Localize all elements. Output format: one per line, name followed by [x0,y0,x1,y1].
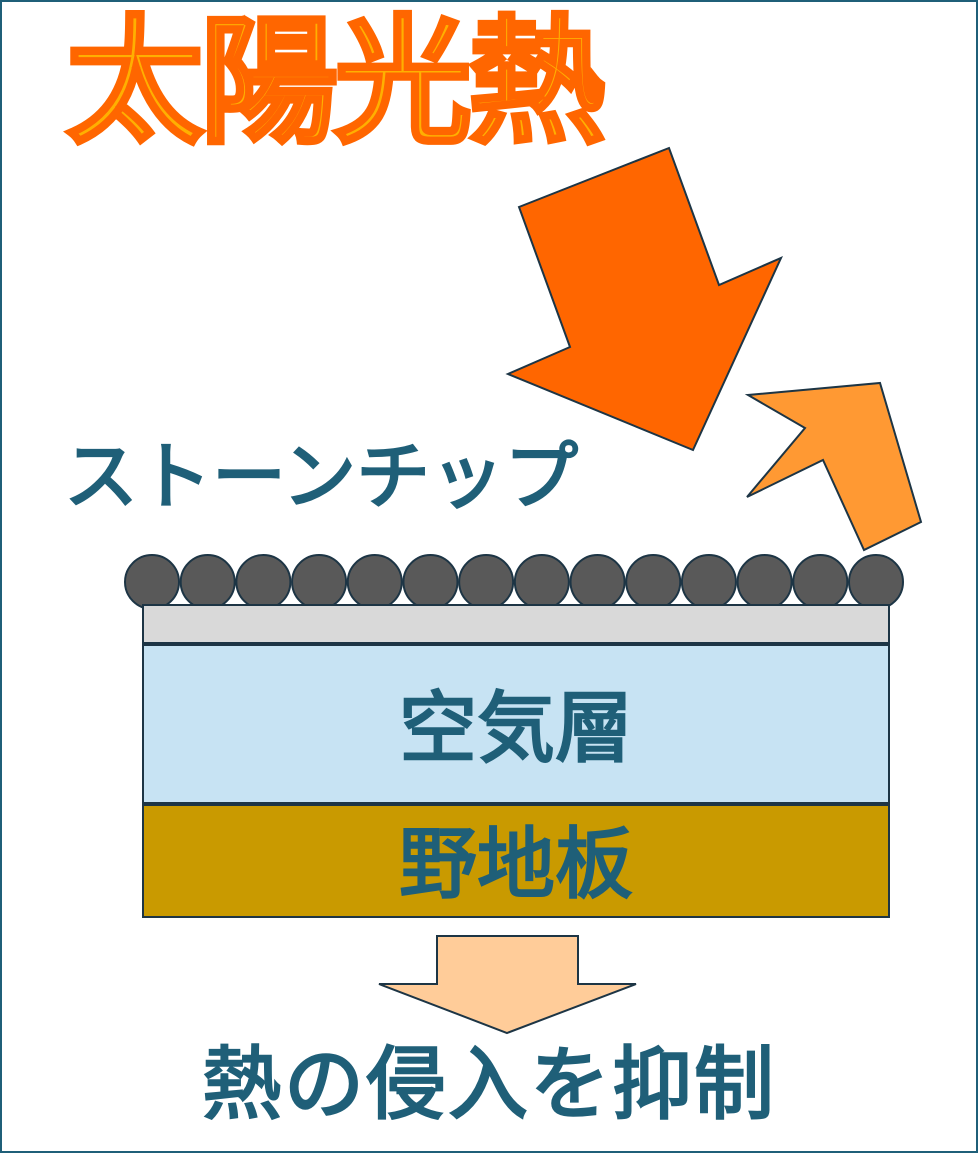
stone-chip [680,554,737,610]
air-layer-label: 空気層 [398,684,633,774]
air-layer: 空気層 [142,644,890,804]
sheathing-board-layer: 野地板 [142,804,890,918]
sheathing-board-label: 野地板 [398,820,633,910]
stone-chip-label: ストーンチップ [64,434,579,520]
stone-chip [513,554,570,610]
reflected-heat-arrow [744,381,923,552]
stone-chip [458,554,515,610]
bottom-caption: 熱の侵入を抑制 [202,1038,776,1131]
stone-chip [179,554,236,610]
stone-chip [235,554,292,610]
stone-chip [291,554,348,610]
stone-chip [792,554,849,610]
down-heat-arrow [378,935,637,1035]
title: 太陽光熱 [64,2,608,163]
stone-chip-row [124,554,904,610]
stone-chip [569,554,626,610]
stone-chip [402,554,459,610]
stone-chip [346,554,403,610]
incoming-heat-arrow [505,146,783,452]
stone-chip [625,554,682,610]
stone-chip [848,554,904,610]
stone-chip [124,554,180,610]
base-layer [142,604,890,644]
stone-chip [736,554,793,610]
